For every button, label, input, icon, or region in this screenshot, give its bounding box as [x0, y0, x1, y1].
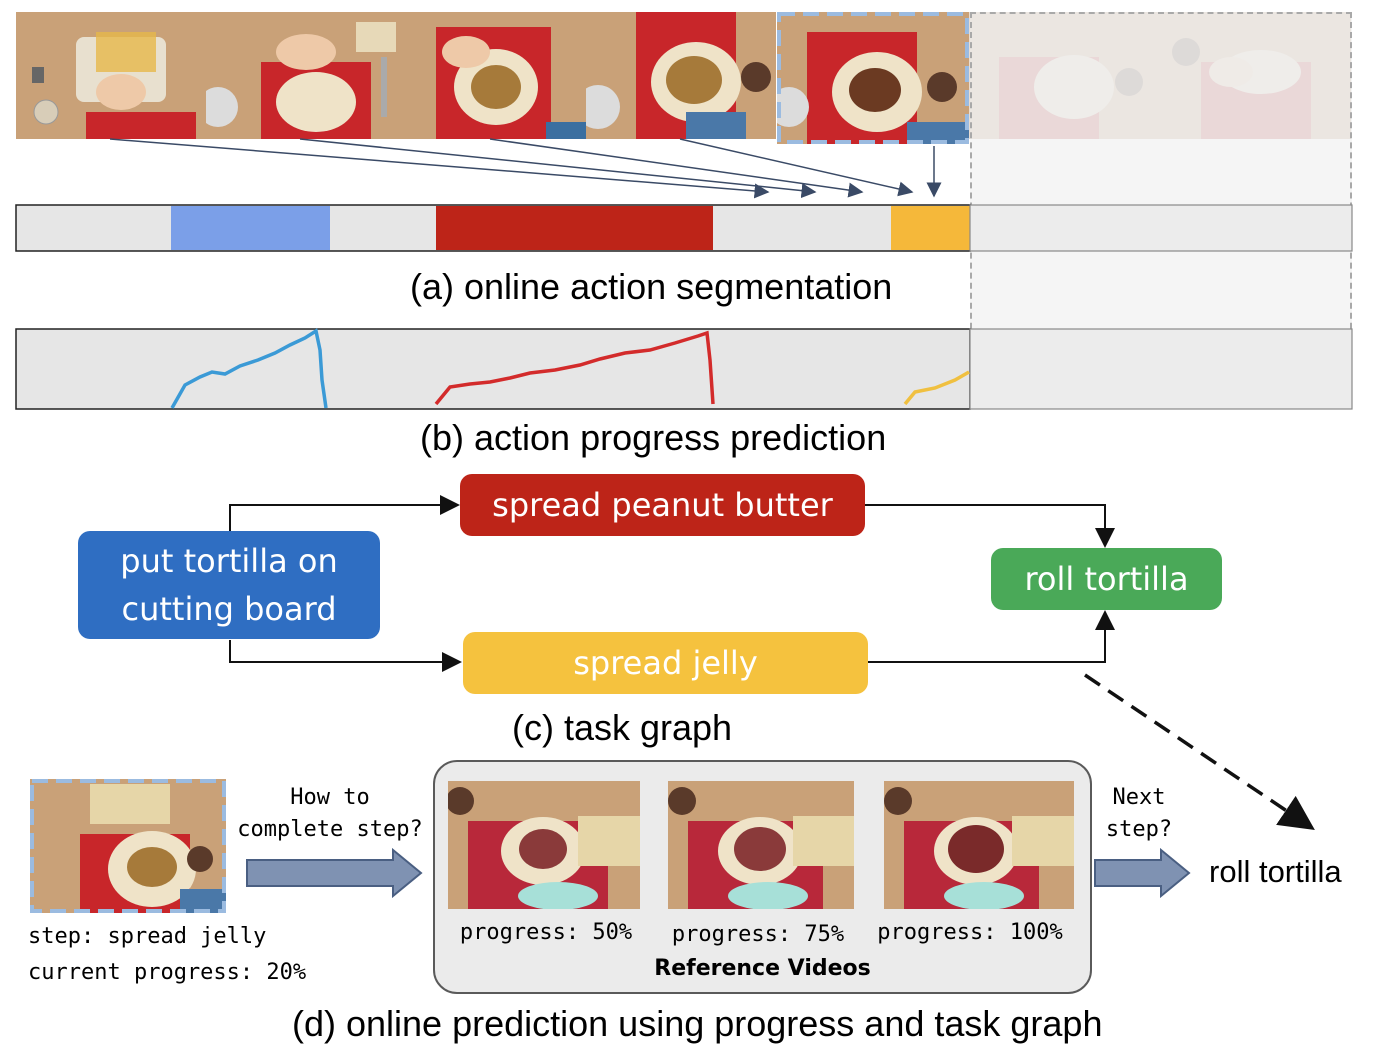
- reference-progress-100: progress: 100%: [877, 920, 1063, 945]
- step-label: step: spread jelly: [28, 924, 267, 949]
- video-frame-2: [206, 12, 396, 139]
- caption-d: (d) online prediction using progress and…: [292, 1003, 1103, 1044]
- question-how-to-complete: How to complete step?: [237, 785, 423, 842]
- node-put-tortilla: put tortilla on cutting board: [78, 531, 380, 639]
- block-arrow-right: [1094, 848, 1191, 898]
- caption-c: (c) task graph: [512, 707, 733, 748]
- reference-frame-75: [668, 781, 854, 909]
- reference-frame-100: [884, 781, 1074, 909]
- progress-plot: [15, 328, 971, 410]
- block-arrow-left: [246, 848, 423, 898]
- caption-a: (a) online action segmentation: [410, 266, 893, 307]
- segment-red: [436, 206, 713, 250]
- video-frame-3: [396, 12, 586, 139]
- frame-arrows: [109, 138, 942, 199]
- next-step-dashed-arrow: [1084, 673, 1315, 830]
- caption-b: (b) action progress prediction: [420, 417, 887, 458]
- video-frame-1: [16, 12, 206, 139]
- task-graph-edges: [229, 495, 1315, 830]
- reference-progress-50: progress: 50%: [459, 920, 633, 945]
- segmentation-and-progress: [15, 138, 1353, 410]
- progress-curve-yellow: [903, 370, 970, 406]
- reference-frame-50: [448, 781, 640, 909]
- node-spread-jelly: spread jelly: [463, 632, 868, 694]
- reference-videos-title: Reference Videos: [654, 956, 871, 981]
- current-progress-label: current progress: 20%: [28, 960, 307, 985]
- progress-curve-blue: [170, 328, 328, 409]
- node-spread-peanut-butter: spread peanut butter: [460, 474, 865, 536]
- video-frame-4: [586, 12, 776, 139]
- node-roll-tortilla: roll tortilla: [991, 548, 1222, 610]
- reference-progress-75: progress: 75%: [671, 922, 845, 947]
- current-frame: [30, 779, 226, 913]
- predicted-next-step: roll tortilla: [1209, 854, 1342, 889]
- question-next-step: Next step?: [1105, 785, 1173, 842]
- progress-curve-red: [434, 330, 715, 406]
- segment-yellow: [891, 206, 970, 250]
- segment-blue: [171, 206, 330, 250]
- video-frame-current: [777, 12, 969, 144]
